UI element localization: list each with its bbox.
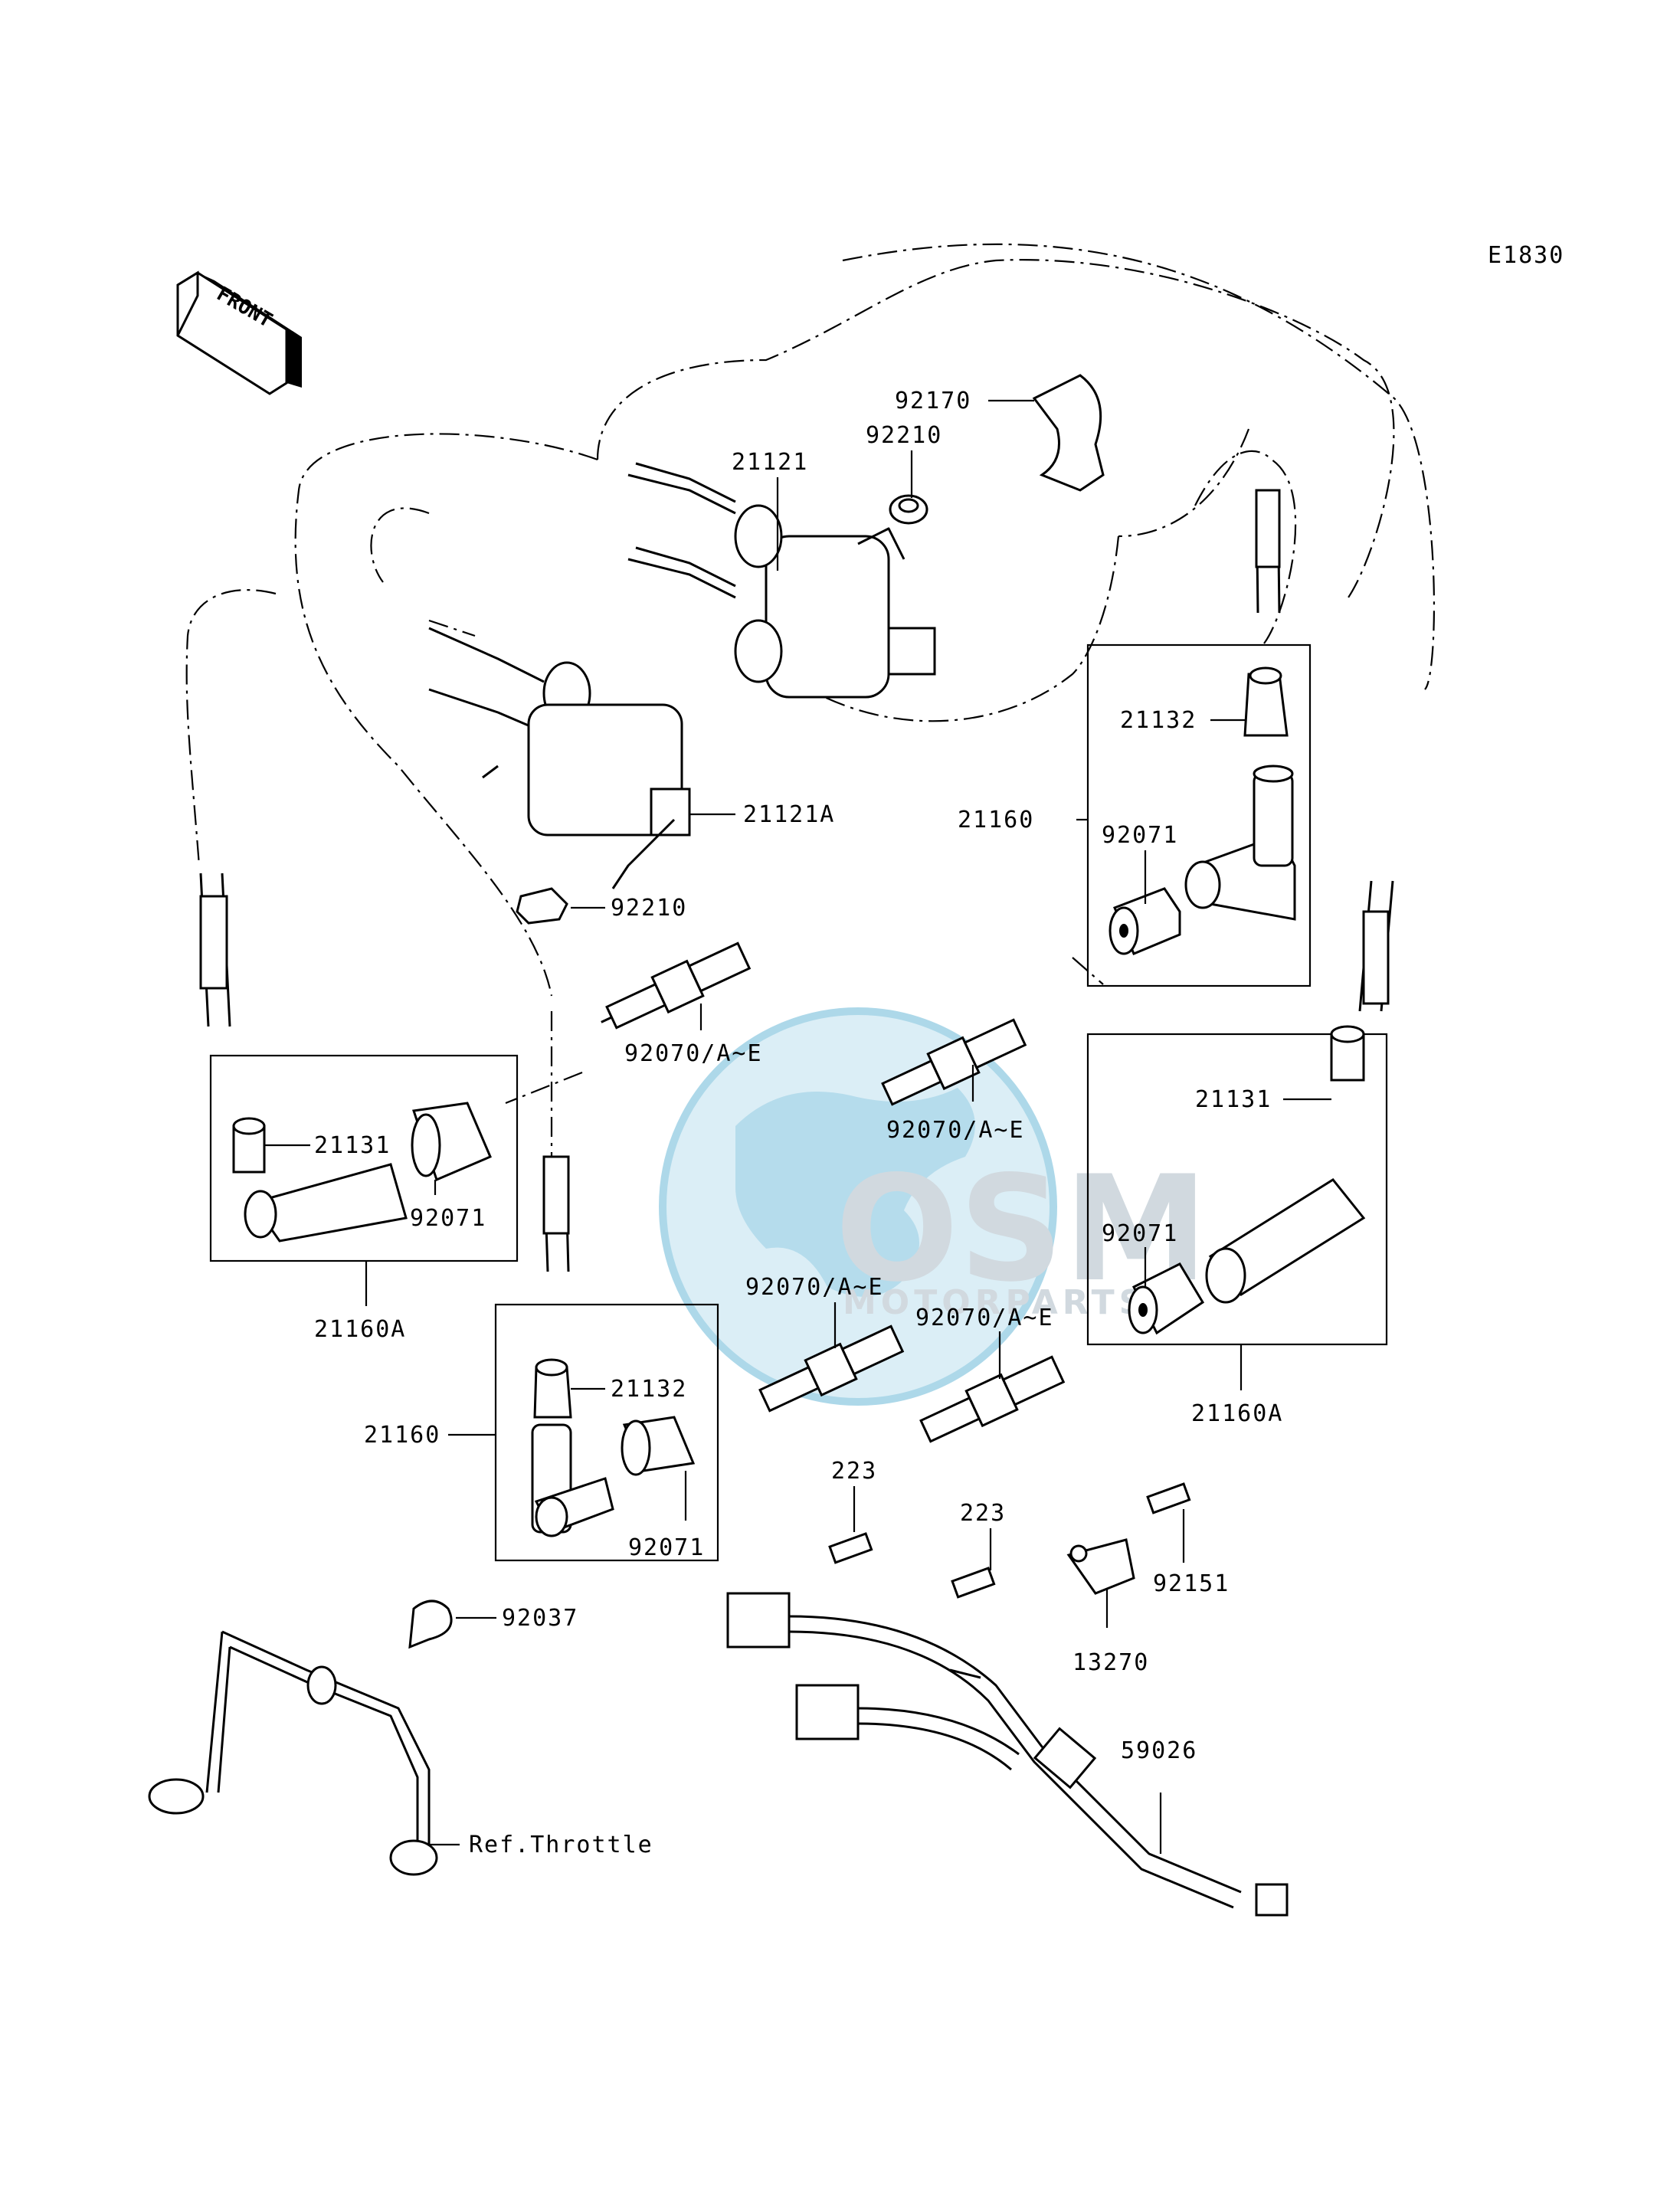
cap-21132-right bbox=[1243, 666, 1289, 737]
label-92070-right-lower: 92070/A~E bbox=[915, 1305, 1054, 1331]
label-59026: 59026 bbox=[1121, 1737, 1197, 1764]
seal-92071-left bbox=[411, 1102, 492, 1182]
box-21160A-right bbox=[1086, 1033, 1388, 1346]
label-92170: 92170 bbox=[895, 388, 971, 414]
box-21160-lower bbox=[494, 1303, 719, 1562]
plug-wire-center bbox=[542, 1155, 570, 1272]
boot-21160-right bbox=[1184, 765, 1296, 921]
wiring-harness-59026 bbox=[726, 1592, 1289, 1917]
bolt-223-right bbox=[951, 1567, 996, 1599]
bracket-13270 bbox=[1066, 1538, 1135, 1595]
diagram-code: E1830 bbox=[1488, 242, 1564, 269]
label-21131-right: 21131 bbox=[1195, 1086, 1272, 1113]
label-13270: 13270 bbox=[1073, 1649, 1149, 1676]
label-21121: 21121 bbox=[732, 449, 808, 476]
top-ignition-coil bbox=[627, 462, 936, 699]
label-92210-top: 92210 bbox=[866, 422, 942, 449]
label-223-right: 223 bbox=[960, 1500, 1006, 1527]
spark-plug-center-upper bbox=[601, 941, 752, 1030]
clamp-92037 bbox=[408, 1599, 453, 1649]
nut-92210-bottom bbox=[516, 887, 568, 925]
spark-plug-right-upper bbox=[881, 1018, 1027, 1106]
label-21131-left: 21131 bbox=[314, 1132, 391, 1159]
boot-21160-lower bbox=[531, 1423, 614, 1537]
watermark: OSM MOTORPARTS bbox=[659, 1007, 1208, 1406]
clamp-92170 bbox=[1032, 374, 1105, 492]
label-21160A-right: 21160A bbox=[1191, 1400, 1283, 1427]
label-21160-right: 21160 bbox=[958, 807, 1034, 833]
watermark-continents bbox=[735, 1088, 975, 1297]
box-21160A-left bbox=[209, 1054, 519, 1262]
seal-92071-right-upper bbox=[1109, 887, 1181, 955]
label-21160A-left: 21160A bbox=[314, 1316, 406, 1343]
label-92151: 92151 bbox=[1153, 1570, 1230, 1597]
label-21132-right: 21132 bbox=[1120, 707, 1197, 734]
plug-wire-right-upper bbox=[1255, 489, 1281, 614]
spark-plug-center-lower bbox=[758, 1324, 905, 1413]
label-92071-right-lower: 92071 bbox=[1102, 1220, 1178, 1247]
label-92071-right-upper: 92071 bbox=[1102, 822, 1178, 849]
cap-21131-left bbox=[232, 1117, 266, 1174]
front-arrow-icon: FRONT bbox=[176, 270, 302, 395]
box-21160-right bbox=[1086, 643, 1312, 987]
label-92070-center-lower: 92070/A~E bbox=[745, 1274, 884, 1301]
boot-21160A-left bbox=[244, 1163, 408, 1243]
mid-ignition-coil bbox=[428, 627, 691, 889]
boot-21160A-right bbox=[1205, 1178, 1366, 1304]
label-92070-center-upper: 92070/A~E bbox=[624, 1040, 763, 1067]
plug-wire-left bbox=[199, 873, 231, 1027]
bolt-92151 bbox=[1146, 1482, 1191, 1514]
cap-21132-lower bbox=[533, 1358, 572, 1419]
label-21121A: 21121A bbox=[743, 801, 835, 828]
label-92070-right-upper: 92070/A~E bbox=[886, 1117, 1025, 1144]
watermark-tagline: MOTORPARTS bbox=[843, 1283, 1148, 1322]
plug-wire-right-lower bbox=[1358, 880, 1394, 1012]
label-92071-lower: 92071 bbox=[628, 1534, 705, 1561]
label-ref-throttle: Ref.Throttle bbox=[469, 1832, 653, 1858]
cap-21131-right bbox=[1330, 1025, 1365, 1082]
throttle-bracket bbox=[148, 1630, 438, 1876]
nut-92210-top bbox=[889, 494, 928, 525]
seal-92071-right-lower bbox=[1128, 1262, 1205, 1335]
label-223-left: 223 bbox=[831, 1458, 877, 1485]
label-92210-bottom: 92210 bbox=[611, 895, 687, 922]
label-92037: 92037 bbox=[502, 1605, 578, 1632]
spark-plug-right-lower bbox=[919, 1355, 1066, 1443]
label-21160-lower: 21160 bbox=[364, 1422, 440, 1449]
seal-92071-lower bbox=[621, 1416, 696, 1476]
label-21132-lower: 21132 bbox=[611, 1376, 687, 1403]
label-92071-left: 92071 bbox=[410, 1205, 486, 1232]
bolt-223-left bbox=[828, 1532, 873, 1564]
